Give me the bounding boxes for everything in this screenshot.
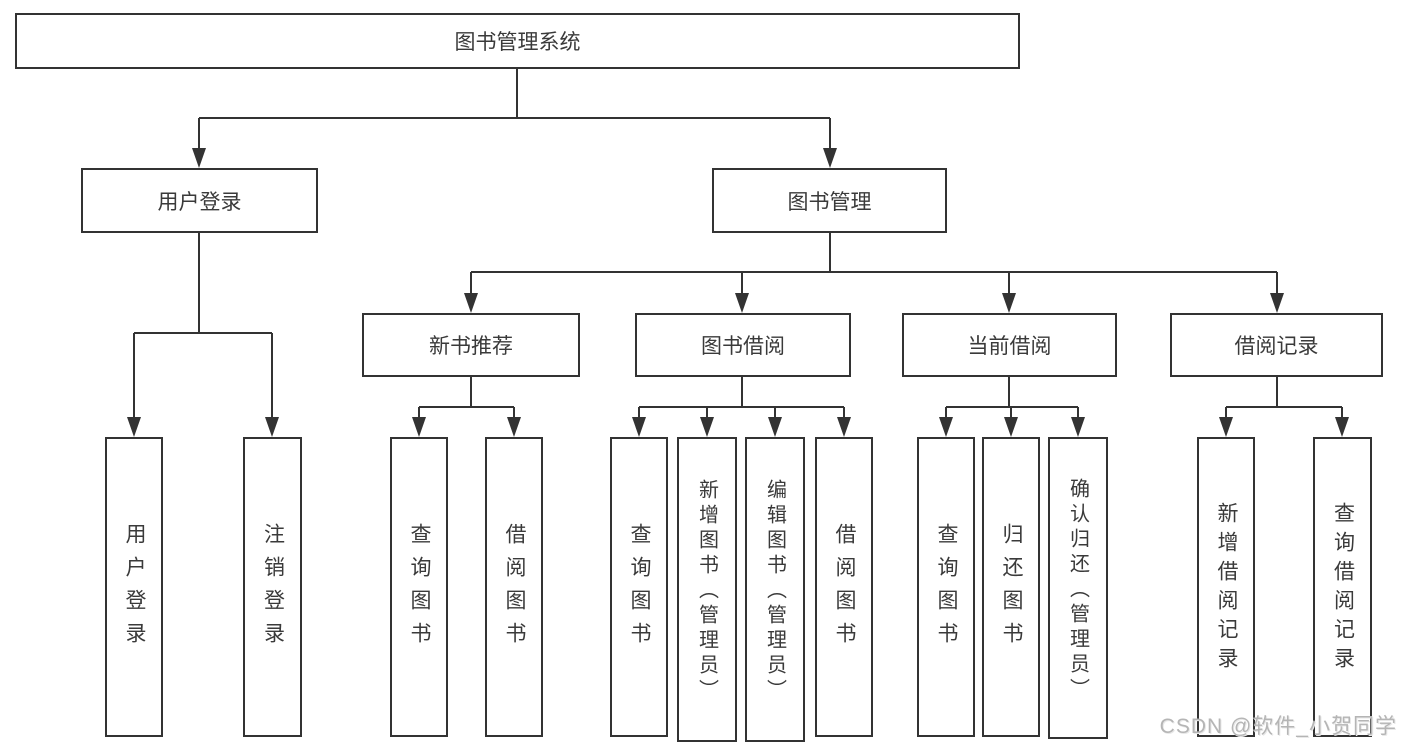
node-current-borrowing: 当前借阅 [902,313,1117,377]
leaf-add-borrow-record: 新增借阅记录 [1197,437,1255,737]
node-book-management: 图书管理 [712,168,947,233]
leaf-borrow-books-recommend: 借阅图书 [485,437,543,737]
node-new-book-recommend: 新书推荐 [362,313,580,377]
leaf-edit-book-admin: 编辑图书（管理员） [745,437,805,742]
csdn-watermark: CSDN @软件_小贺同学 [1159,715,1397,738]
leaf-query-books-borrowing: 查询图书 [610,437,668,737]
node-book-borrowing: 图书借阅 [635,313,851,377]
node-root-system: 图书管理系统 [15,13,1020,69]
leaf-confirm-return-admin: 确认归还（管理员） [1048,437,1108,739]
leaf-query-books-current: 查询图书 [917,437,975,737]
leaf-query-books-recommend: 查询图书 [390,437,448,737]
node-user-login: 用户登录 [81,168,318,233]
leaf-add-book-admin: 新增图书（管理员） [677,437,737,742]
leaf-borrow-books-borrowing: 借阅图书 [815,437,873,737]
node-borrowing-records: 借阅记录 [1170,313,1383,377]
leaf-logout: 注销登录 [243,437,302,737]
leaf-user-login: 用户登录 [105,437,163,737]
leaf-return-books: 归还图书 [982,437,1040,737]
leaf-query-borrow-record: 查询借阅记录 [1313,437,1372,737]
